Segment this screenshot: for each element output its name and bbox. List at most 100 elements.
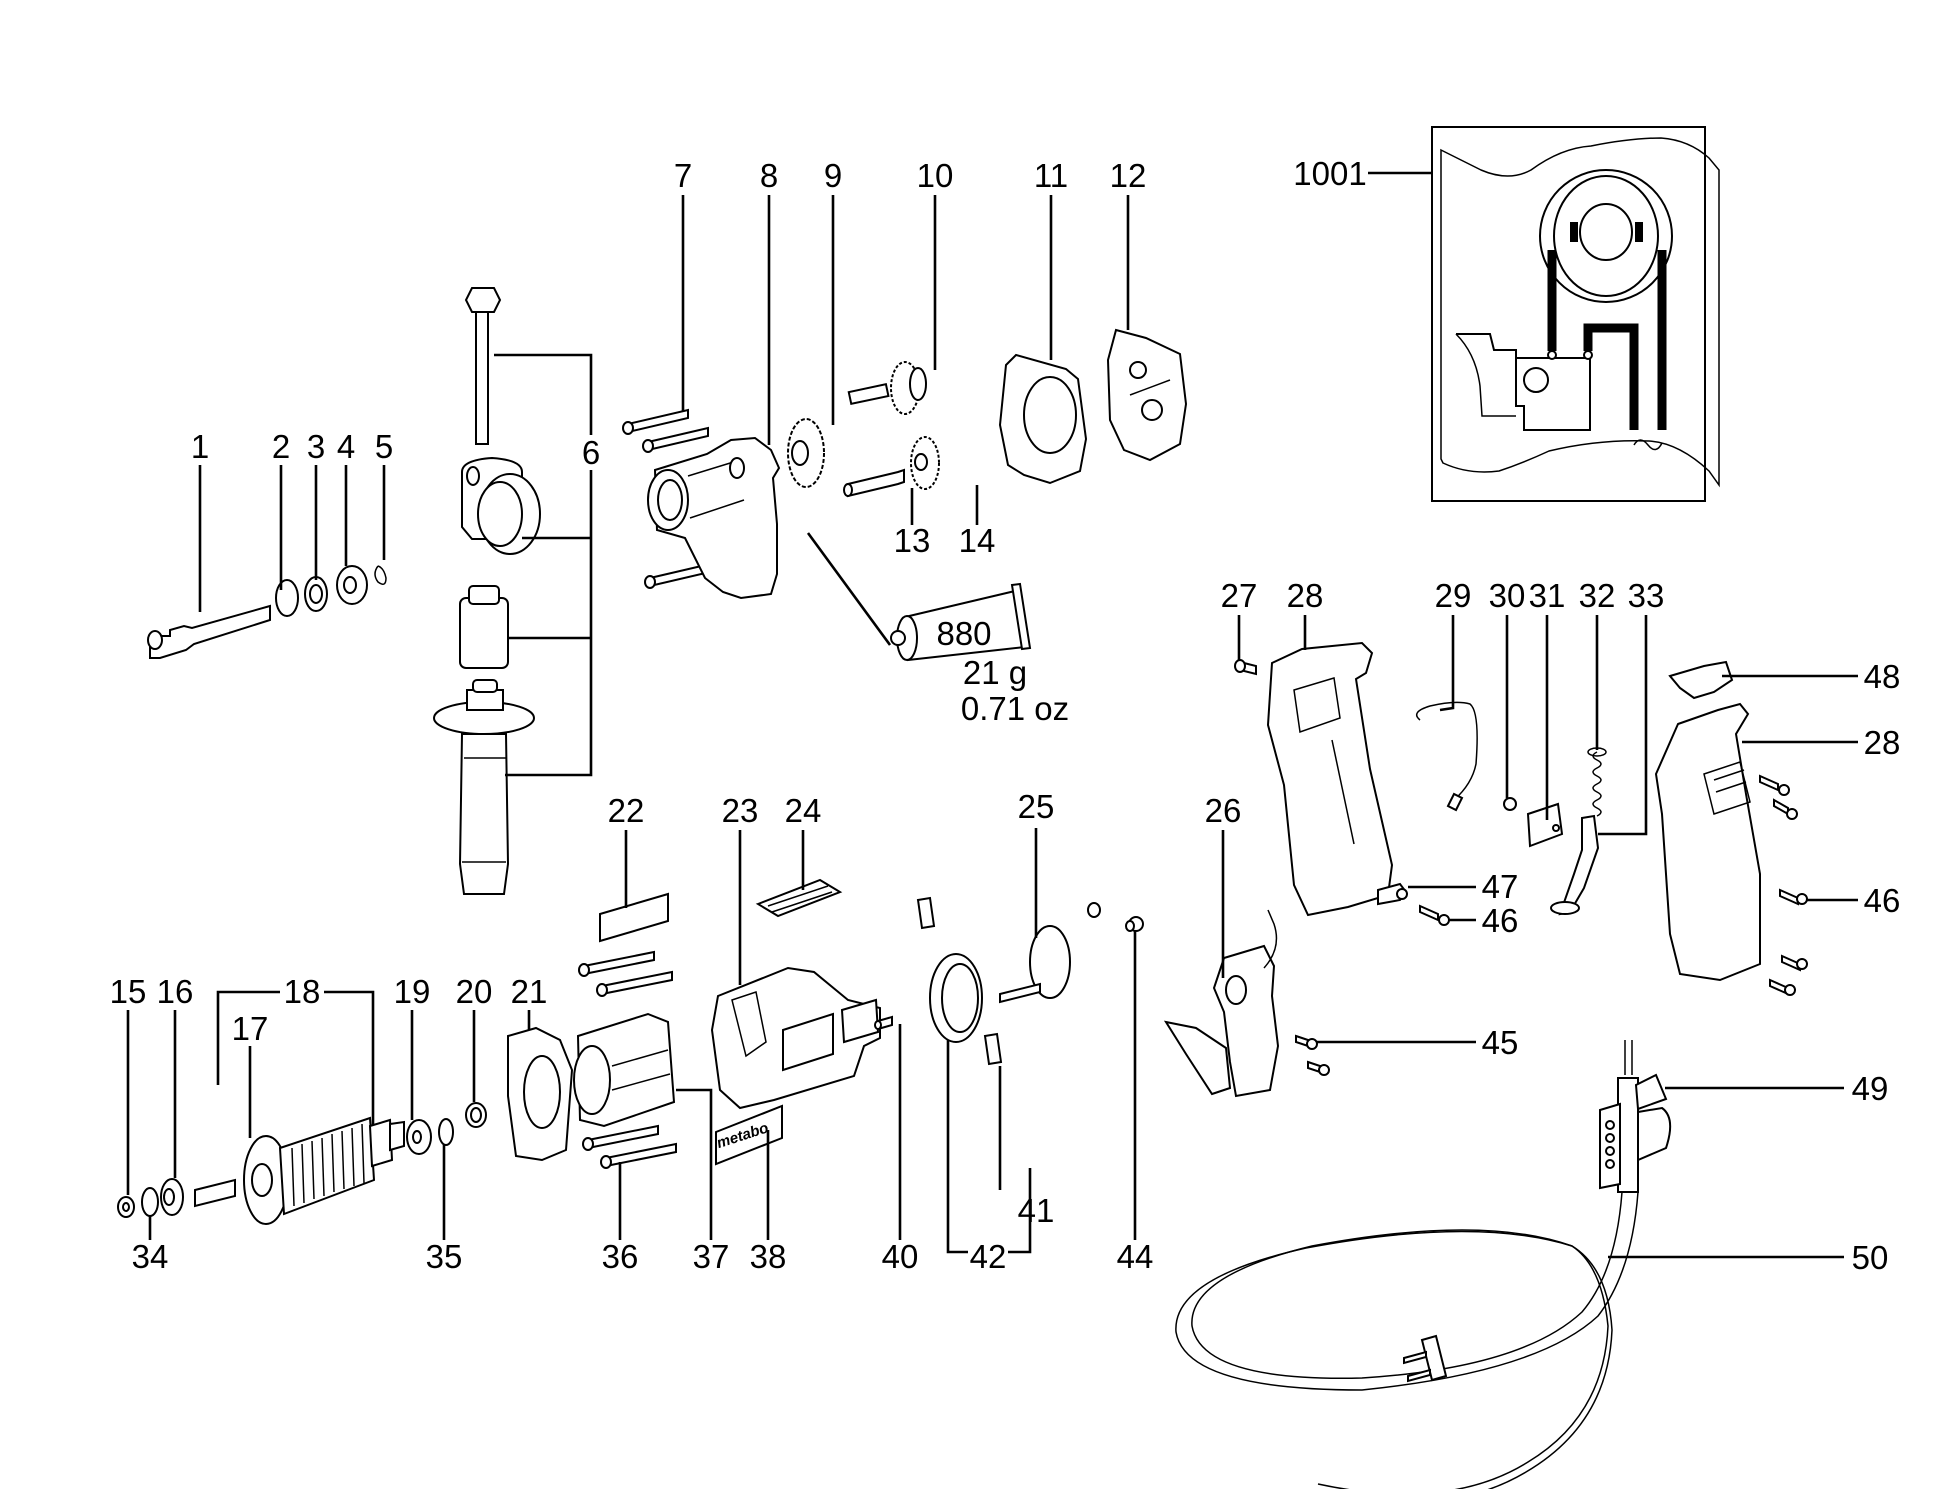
grease-weight-grams: 21 g: [963, 654, 1027, 691]
part-20-ring: [465, 1102, 487, 1128]
part-15-nut: [117, 1196, 135, 1218]
part-8-gear-housing: [647, 436, 781, 600]
part-11-gasket: [998, 353, 1088, 485]
part-9-gear: [787, 418, 825, 488]
part-48-cover: [1668, 660, 1734, 700]
callout-3: 3: [307, 428, 325, 465]
part-38-nameplate: metabo: [715, 1104, 783, 1166]
part-35-washer: [438, 1118, 454, 1146]
callout-31: 31: [1529, 577, 1566, 614]
callout-49: 49: [1852, 1070, 1889, 1107]
part-3-seal: [304, 576, 328, 612]
callout-41: 41: [1018, 1192, 1055, 1229]
part-50-power-cord: [1175, 1191, 1639, 1489]
part-44-screw: [1125, 916, 1144, 932]
part-41-carbon-brush: [916, 896, 1003, 1066]
callout-15: 15: [110, 973, 147, 1010]
part-1-spindle: [147, 604, 271, 659]
part-17-18-armature: [194, 1116, 405, 1225]
callout-4: 4: [337, 428, 355, 465]
callout-37: 37: [693, 1238, 730, 1275]
callout-5: 5: [375, 428, 393, 465]
callout-33: 33: [1628, 577, 1665, 614]
part-22-label: [599, 892, 669, 943]
callout-14: 14: [959, 522, 996, 559]
part-45-screws: [1295, 1034, 1330, 1076]
callout-17: 17: [232, 1010, 269, 1047]
callout-48: 48: [1864, 658, 1901, 695]
callout-27: 27: [1221, 577, 1258, 614]
callout-2: 2: [272, 428, 290, 465]
callout-9: 9: [824, 157, 842, 194]
part-25-brush-holder: [999, 902, 1101, 1004]
part-31-plate: [1526, 802, 1564, 848]
callout-25: 25: [1018, 788, 1055, 825]
part-40-spring: [874, 1015, 893, 1031]
callout-46: 46: [1482, 902, 1519, 939]
callout-47: 47: [1482, 868, 1519, 905]
callout-16: 16: [157, 973, 194, 1010]
callout-11: 11: [1034, 157, 1068, 194]
callout-46-right: 46: [1864, 882, 1901, 919]
callout-8: 8: [760, 157, 778, 194]
part-12-bearing-plate: [1106, 328, 1188, 462]
callout-32: 32: [1579, 577, 1616, 614]
callout-45: 45: [1482, 1024, 1519, 1061]
part-37-field: [573, 1012, 676, 1128]
callout-1001: 1001: [1293, 155, 1366, 192]
callout-30: 30: [1489, 577, 1526, 614]
callout-36: 36: [602, 1238, 639, 1275]
grease-tube-label: 880: [936, 615, 991, 652]
part-23-motor-housing: [710, 966, 881, 1110]
callout-23: 23: [722, 792, 759, 829]
callout-29: 29: [1435, 577, 1472, 614]
callout-22: 22: [608, 792, 645, 829]
callout-38: 38: [750, 1238, 787, 1275]
part-27-screw: [1234, 659, 1257, 676]
part-26-switch: [1163, 909, 1280, 1098]
part-32-spring: [1587, 747, 1607, 817]
callout-34: 34: [132, 1238, 169, 1275]
callout-13: 13: [894, 522, 931, 559]
callout-26: 26: [1205, 792, 1242, 829]
part-21-air-guide: [507, 1026, 574, 1162]
callout-28: 28: [1287, 577, 1324, 614]
callout-20: 20: [456, 973, 493, 1010]
part-28-handle-shell-right: [1654, 702, 1761, 982]
callout-21: 21: [511, 973, 548, 1010]
callout-24: 24: [785, 792, 822, 829]
part-34-washer: [141, 1187, 159, 1217]
wiring-diagram-inset: [1431, 126, 1720, 502]
part-36-screws: [578, 950, 677, 1169]
callout-18: 18: [284, 973, 321, 1010]
callout-7: 7: [674, 157, 692, 194]
part-10-intermediate-shaft: [847, 361, 927, 415]
grease-leader: [806, 532, 892, 646]
callout-1: 1: [191, 428, 209, 465]
grease-tube: [890, 582, 1032, 662]
callout-12: 12: [1110, 157, 1147, 194]
callout-19: 19: [394, 973, 431, 1010]
part-4-bearing: [336, 565, 368, 605]
part-7-screws: [622, 408, 711, 589]
part-16-bearing: [160, 1178, 184, 1216]
callout-50: 50: [1852, 1239, 1889, 1276]
callout-40: 40: [882, 1238, 919, 1275]
part-47-cable-clamp: [1377, 882, 1408, 906]
part-13-pinion-shaft: [843, 468, 905, 498]
callout-6: 6: [582, 434, 600, 471]
part-5-clip: [374, 565, 387, 585]
callout-42: 42: [970, 1238, 1007, 1275]
part-28-handle-shell-left: [1266, 641, 1394, 917]
part-19-bearing: [406, 1119, 432, 1155]
part-14-gear: [910, 436, 940, 490]
callout-28-right: 28: [1864, 724, 1901, 761]
part-49-cord-protector: [1599, 1040, 1672, 1193]
part-29-cable: [1415, 701, 1478, 812]
part-42-brush-holder-ring: [929, 953, 983, 1043]
callout-35: 35: [426, 1238, 463, 1275]
callout-labels: 1 2 3 4 5 6 7 8 9 10 11 12 13 14 15 16 1…: [110, 157, 1901, 1276]
part-33-lever: [1550, 814, 1600, 916]
leader-lines: [126, 195, 1858, 1259]
